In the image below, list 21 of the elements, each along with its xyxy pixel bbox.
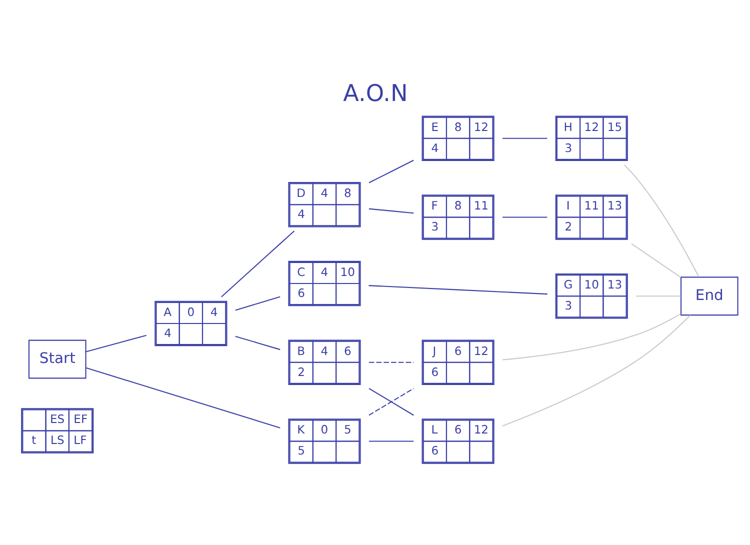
- node-box: Start: [28, 339, 86, 378]
- connector: [502, 312, 680, 360]
- connector: [234, 296, 280, 310]
- connector: [368, 208, 414, 214]
- diagram-title: A.O.N: [342, 80, 408, 107]
- connector: [368, 284, 547, 294]
- connector: [85, 334, 146, 352]
- connector: [502, 137, 547, 138]
- connector: [368, 387, 414, 416]
- connector: [502, 216, 547, 218]
- connector: [502, 314, 690, 426]
- connector: [636, 295, 680, 296]
- connector: [368, 361, 414, 362]
- connector: [85, 366, 280, 428]
- connector: [368, 440, 414, 442]
- connector: [623, 164, 699, 277]
- connector: [368, 159, 414, 183]
- node-box: End: [680, 276, 738, 316]
- connector: [630, 242, 681, 278]
- connector: [220, 230, 294, 297]
- connector: [234, 335, 280, 350]
